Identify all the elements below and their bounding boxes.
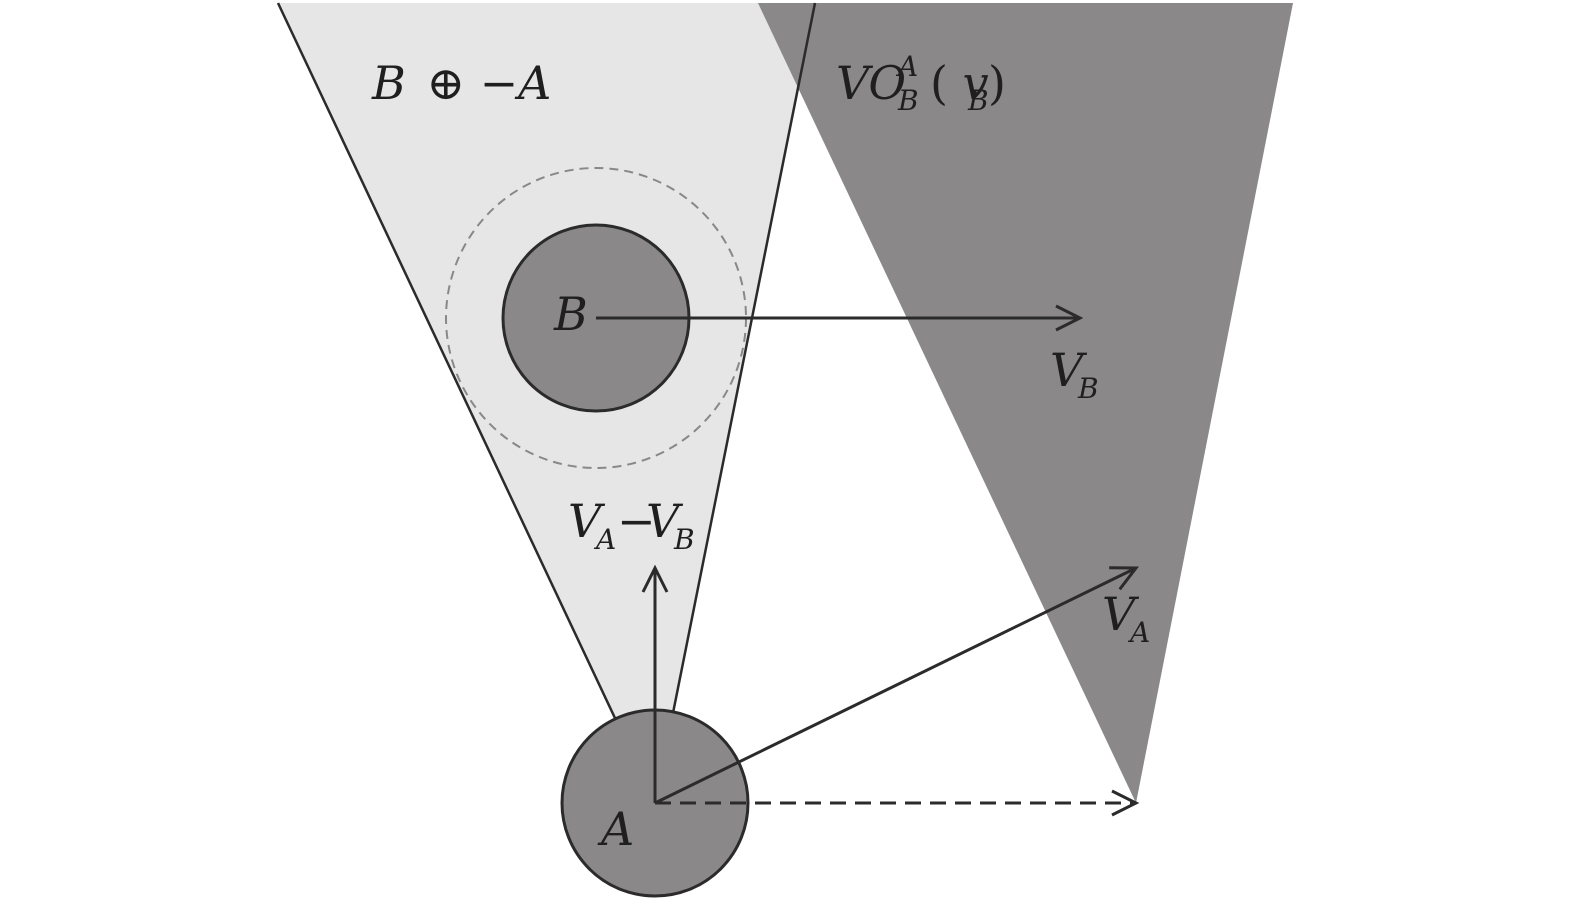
vb-label-sub: B [1077, 372, 1099, 405]
vo-label-close: ) [988, 56, 1006, 110]
agent-b-label: B [553, 287, 588, 341]
vo-label-sup: A [895, 50, 918, 83]
vo-label-open: ( [930, 56, 948, 110]
minkowski-cone [278, 3, 815, 803]
agent-a-label: A [597, 802, 634, 856]
vo-label-arg-sub: B [967, 84, 989, 117]
minkowski-label: B ⊕ −A [371, 56, 551, 110]
minkowski-label-op: ⊕ [426, 56, 465, 110]
cone-right-edge [653, 2, 817, 804]
va-minus-vb-label-v1: V [568, 494, 606, 548]
va-minus-vb-label-sub2: B [673, 523, 695, 556]
va-minus-vb-label-v2: V [646, 494, 684, 548]
va-arrow [654, 566, 1140, 805]
vo-label: VO [836, 56, 906, 110]
minkowski-label-base: B [371, 56, 406, 110]
vb-label: V [1050, 343, 1088, 397]
vo-label-base: VO [836, 56, 906, 110]
va-label-sub: A [1127, 616, 1150, 649]
vo-label-arg-v: v [963, 56, 989, 110]
va-label: V [1102, 587, 1140, 641]
va-minus-vb-label-minus: − [617, 494, 656, 548]
minkowski-label-neg: −A [480, 56, 552, 110]
cone-left-edge [276, 2, 657, 804]
velocity-obstacle-cone [758, 3, 1293, 803]
vo-label-arg: ( v [930, 56, 989, 110]
va-minus-vb-label-sub1: A [593, 523, 616, 556]
vo-label-sub: B [897, 84, 919, 117]
